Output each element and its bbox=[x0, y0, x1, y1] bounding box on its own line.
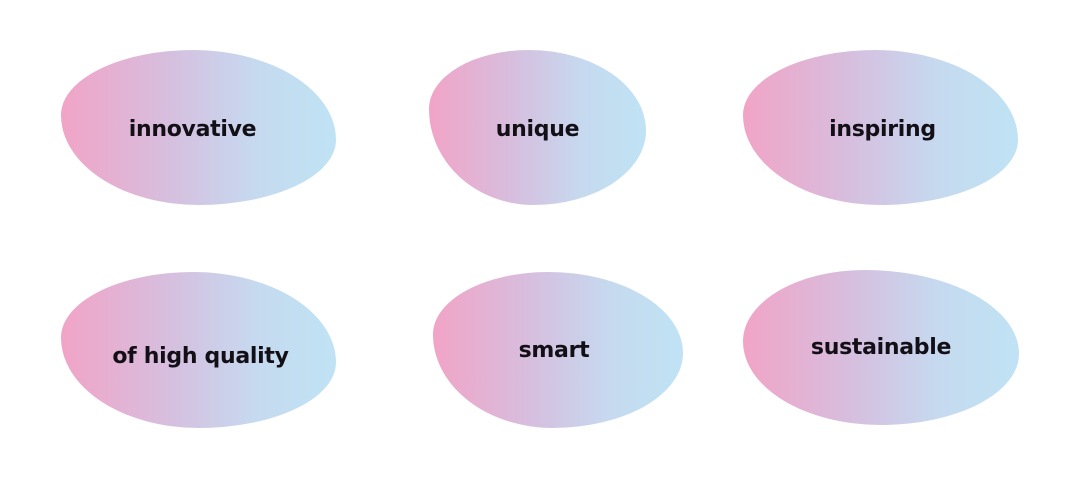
blob-unique: unique bbox=[429, 50, 646, 205]
blob-label-of-high-quality: of high quality bbox=[112, 343, 289, 369]
blob-label-unique: unique bbox=[495, 117, 580, 142]
blob-label-inspiring: inspiring bbox=[829, 117, 936, 142]
blob-sustainable: sustainable bbox=[743, 270, 1019, 425]
blob-label-sustainable: sustainable bbox=[810, 335, 952, 360]
blob-label-innovative: innovative bbox=[128, 117, 257, 142]
blob-innovative: innovative bbox=[61, 50, 336, 205]
blob-of-high-quality: of high quality bbox=[61, 272, 336, 428]
blob-inspiring: inspiring bbox=[743, 50, 1018, 205]
blob-smart: smart bbox=[433, 272, 683, 428]
blob-label-smart: smart bbox=[518, 337, 590, 363]
